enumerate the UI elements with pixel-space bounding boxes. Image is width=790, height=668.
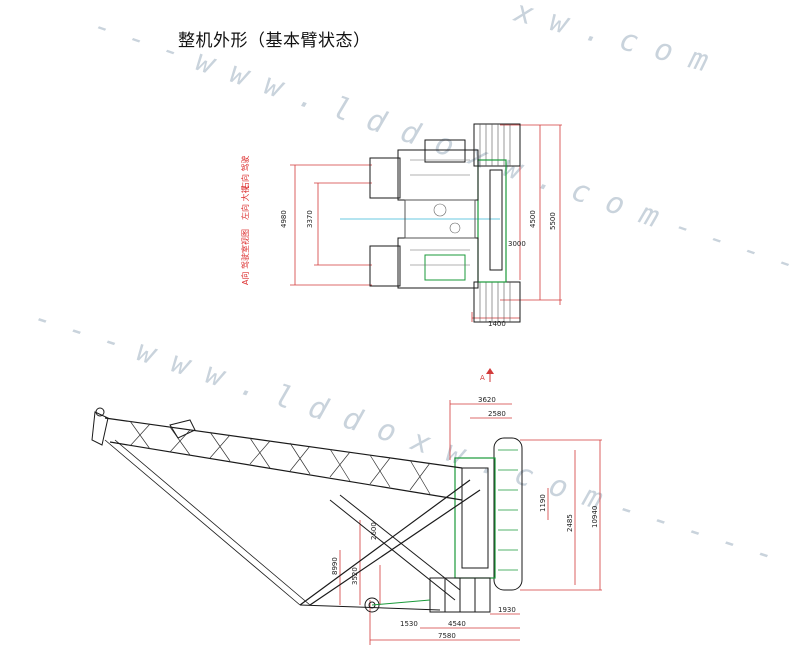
side-view: [91, 368, 602, 645]
dim-label: 7580: [438, 632, 456, 640]
diagram-title: 整机外形（基本臂状态）: [178, 31, 371, 51]
legend-text: A向 驾驶室视图: [240, 229, 250, 285]
dim-label: 4980: [280, 210, 288, 228]
dim-label: 8990: [331, 557, 339, 575]
dim-label: 4500: [529, 210, 537, 228]
legend-text: 右向 驾驶: [240, 155, 250, 190]
view-arrow-label: A: [480, 374, 485, 382]
dim-label: 2580: [488, 410, 506, 418]
dim-label: 2600: [370, 522, 378, 540]
top-view: [290, 123, 562, 323]
dim-label: 1930: [498, 606, 516, 614]
top-view-dim-labels: 4980 3370 4500 5500 3000 1400: [280, 210, 557, 328]
dim-label: 2485: [566, 514, 574, 532]
side-view-dim-labels: 3620 2580 1930 4540 7580 1190 2485 2600 …: [331, 374, 599, 640]
dim-label: 4540: [448, 620, 466, 628]
dim-label: 1400: [488, 320, 506, 328]
dim-label: 3520: [351, 567, 359, 585]
dim-label: 1190: [539, 494, 547, 512]
dim-label: 3370: [306, 210, 314, 228]
legend-text: 左向 大视: [240, 185, 250, 220]
view-legend: A向 驾驶室视图 左向 大视 右向 驾驶: [240, 155, 250, 285]
dim-label: 5500: [549, 212, 557, 230]
dim-label: 10940: [591, 506, 599, 528]
dim-label: 3620: [478, 396, 496, 404]
dim-label: 1530: [400, 620, 418, 628]
dim-label: 3000: [508, 240, 526, 248]
